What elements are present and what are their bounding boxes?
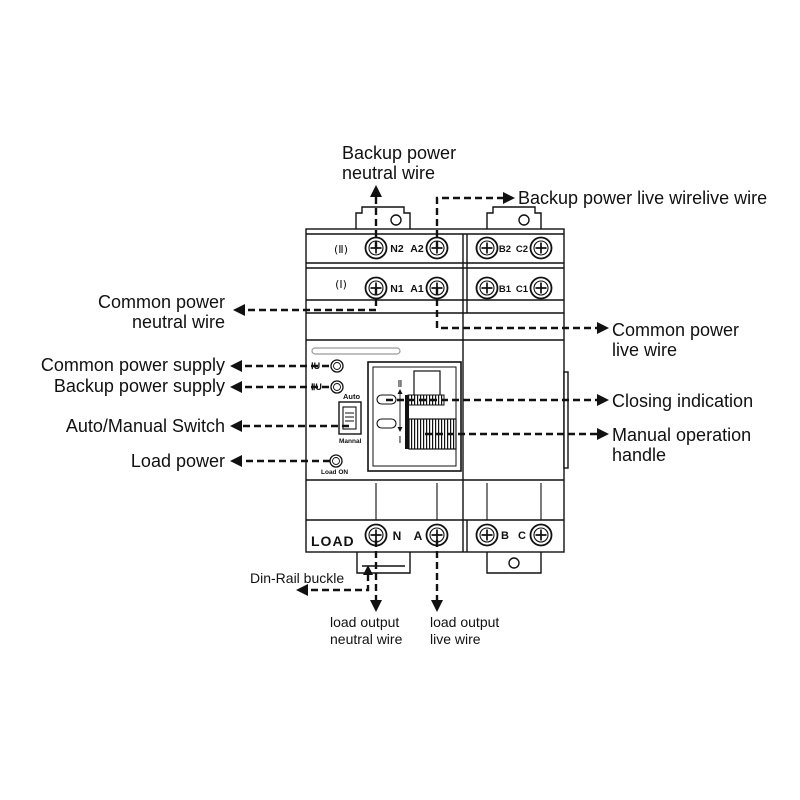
label-backup-neutral-line2: neutral wire — [342, 163, 435, 183]
label-load-neutral-line2: neutral wire — [330, 631, 403, 647]
common-row-label: (Ⅰ) — [335, 278, 347, 291]
common-power-terminal-row: (Ⅰ) N1 A1 B1 C1 — [335, 276, 553, 300]
terminal-label-c: C — [518, 530, 526, 542]
terminal-screw-c1 — [529, 276, 553, 300]
label-backup-live: Backup power live wirelive wire — [518, 188, 767, 208]
arrow-backup-supply — [230, 381, 329, 393]
label-manual-handle-line2: handle — [612, 445, 666, 465]
terminal-label-a1: A1 — [410, 283, 424, 295]
handle-slot — [413, 370, 441, 398]
position-travel-arrow — [397, 389, 403, 432]
arrow-backup-live — [435, 192, 515, 248]
label-manual-handle-line1: Manual operation — [612, 425, 751, 445]
terminal-label-c1: C1 — [516, 284, 529, 295]
label-closing-indication: Closing indication — [612, 391, 753, 411]
arrow-common-supply — [230, 360, 329, 372]
top-left-din-clip — [355, 206, 411, 230]
terminal-label-n2: N2 — [390, 243, 404, 255]
handle-lever — [405, 395, 409, 449]
top-right-din-clip — [486, 206, 542, 230]
common-supply-indicator-light — [330, 359, 344, 373]
arrow-common-neutral — [233, 288, 378, 316]
terminal-screw-b1 — [475, 276, 499, 300]
label-common-neutral-line1: Common power — [98, 292, 225, 312]
label-load-neutral-line1: load output — [330, 614, 399, 630]
terminal-label-b: B — [501, 530, 509, 542]
terminal-screw-c — [529, 523, 553, 547]
label-auto-manual-switch: Auto/Manual Switch — [66, 416, 225, 436]
label-backup-neutral-line1: Backup power — [342, 143, 456, 163]
arrow-load-power — [230, 455, 330, 467]
load-on-indicator-light — [329, 454, 343, 468]
load-row-label: LOAD — [311, 533, 355, 549]
terminal-screw-c2 — [529, 236, 553, 260]
arrow-closing-indication — [386, 394, 609, 406]
auto-manual-switch — [338, 401, 362, 435]
backup-supply-indicator-light — [330, 380, 344, 394]
terminal-label-b1: B1 — [499, 284, 512, 295]
label-common-supply: Common power supply — [41, 355, 225, 375]
terminal-label-a: A — [414, 529, 423, 543]
bottom-left-din-clip — [356, 552, 411, 574]
arrow-manual-handle — [425, 428, 609, 440]
opening-indicator-window — [376, 418, 397, 429]
callout-labels: Backup power neutral wire Backup power l… — [41, 143, 767, 647]
manual-mode-label: Mannal — [339, 438, 362, 445]
label-din-rail-buckle: Din-Rail buckle — [250, 570, 344, 586]
terminal-label-n1: N1 — [390, 283, 404, 295]
backup-power-terminal-row: (Ⅱ) N2 A2 B2 C2 — [334, 236, 553, 260]
terminal-label-a2: A2 — [410, 243, 424, 255]
terminal-label-b2: B2 — [499, 244, 511, 255]
label-common-neutral-line2: neutral wire — [132, 312, 225, 332]
arrow-backup-neutral — [370, 185, 382, 248]
panel-status-strip — [311, 347, 401, 355]
position-ii-label: Ⅱ — [398, 379, 403, 390]
callout-arrows — [230, 185, 609, 612]
load-terminal-row: LOAD N A B C — [311, 523, 553, 549]
terminal-label-n: N — [393, 529, 402, 543]
label-load-power: Load power — [131, 451, 225, 471]
label-load-live-line1: load output — [430, 614, 499, 630]
backup-row-label: (Ⅱ) — [334, 243, 348, 256]
label-backup-supply: Backup power supply — [54, 376, 225, 396]
label-common-live-line2: live wire — [612, 340, 677, 360]
bottom-right-din-clip — [486, 552, 542, 574]
load-on-indicator-label: Load ON — [321, 469, 348, 476]
terminal-screw-b — [475, 523, 499, 547]
arrow-load-live — [431, 540, 443, 612]
arrow-load-neutral — [370, 540, 382, 612]
label-common-live-line1: Common power — [612, 320, 739, 340]
ats-device: (Ⅱ) N2 A2 B2 C2 (Ⅰ) N1 A1 B1 C1 — [305, 206, 569, 574]
auto-mode-label: Auto — [343, 392, 360, 401]
arrow-common-live — [435, 288, 609, 334]
position-i-label: Ⅰ — [399, 435, 402, 446]
terminal-screw-b2 — [475, 236, 499, 260]
arrow-auto-manual-switch — [230, 420, 349, 432]
terminal-label-c2: C2 — [516, 244, 528, 255]
arrow-din-rail-buckle — [296, 565, 373, 596]
label-load-live-line2: live wire — [430, 631, 481, 647]
handle-window: Ⅱ Ⅰ — [367, 361, 462, 472]
